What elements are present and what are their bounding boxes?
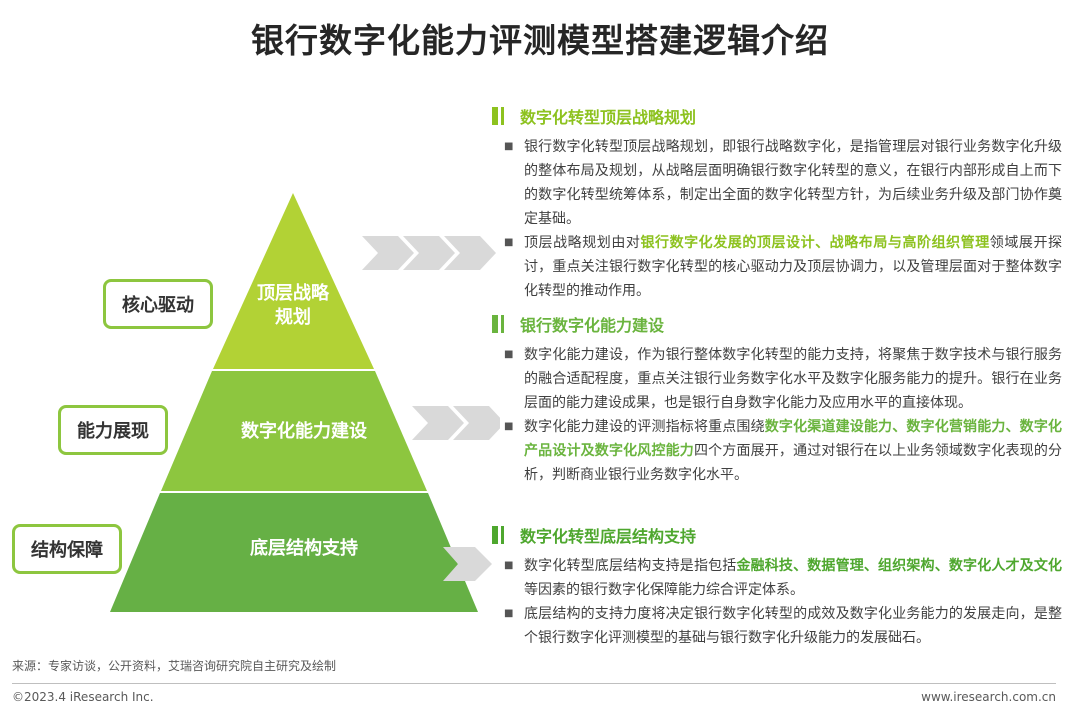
section-structure: 数字化转型底层结构支持 ■ 数字化转型底层结构支持是指包括金融科技、数据管理、组织架…: [492, 524, 1062, 650]
highlight-text: 银行数字化发展的顶层设计、战略布局与高阶组织管理: [640, 235, 990, 251]
pyramid-tier-top: [213, 193, 374, 369]
side-label-capability: 能力展现: [58, 405, 168, 455]
pyramid-diagram: [110, 193, 500, 612]
square-bullet-icon: ■: [504, 421, 514, 432]
tier-label-line: 顶层战略: [257, 283, 329, 304]
square-bullet-icon: ■: [504, 608, 514, 619]
heading-bar-icon: [492, 107, 498, 125]
chevron-icon: [362, 236, 414, 270]
highlight-text: 金融科技、数据管理、组织架构、数字化人才及文化: [736, 558, 1063, 574]
source-note: 来源：专家访谈，公开资料，艾瑞咨询研究院自主研究及绘制: [12, 659, 337, 673]
heading-bar-icon: [492, 526, 498, 544]
chevron-icon: [443, 547, 492, 581]
chevron-icon: [453, 406, 500, 440]
pyramid-tier-base: [110, 493, 478, 612]
bullet-item: ■ 顶层战略规划由对银行数字化发展的顶层设计、战略布局与高阶组织管理领域展开探讨，…: [492, 231, 1062, 303]
tier-label-base: 底层结构支持: [250, 538, 358, 559]
bullet-item: ■ 数字化转型底层结构支持是指包括金融科技、数据管理、组织架构、数字化人才及文化等…: [492, 554, 1062, 602]
square-bullet-icon: ■: [504, 237, 514, 248]
heading-bar-icon: [501, 315, 504, 333]
section-heading-text: 银行数字化能力建设: [520, 316, 665, 335]
body-text: 领域展开探讨，重点关注银行数字化转型的核心驱动力及顶层协调力，以及管理层面对于整…: [524, 235, 1063, 299]
square-bullet-icon: ■: [504, 141, 514, 152]
bullet-text: 底层结构的支持力度将决定银行数字化转型的成效及数字化业务能力的发展走向，是整个银…: [524, 602, 1062, 650]
bullet-item: ■ 底层结构的支持力度将决定银行数字化转型的成效及数字化业务能力的发展走向，是整个…: [492, 602, 1062, 650]
heading-bar-icon: [501, 526, 504, 544]
section-capability: 银行数字化能力建设 ■ 数字化能力建设，作为银行整体数字化转型的能力支持，将聚焦于数…: [492, 313, 1062, 487]
section-heading-text: 数字化转型顶层战略规划: [520, 108, 697, 127]
footer-divider: [12, 683, 1056, 684]
bullet-text: 银行数字化转型顶层战略规划，即银行战略数字化，是指管理层对银行业务数字化升级的整…: [524, 135, 1062, 231]
bullet-text: 顶层战略规划由对银行数字化发展的顶层设计、战略布局与高阶组织管理领域展开探讨，重…: [524, 231, 1062, 303]
copyright: ©2023.4 iResearch Inc.: [12, 690, 154, 704]
bullet-item: ■ 数字化能力建设，作为银行整体数字化转型的能力支持，将聚焦于数字技术与银行服务的…: [492, 343, 1062, 415]
section-heading: 银行数字化能力建设: [492, 313, 1062, 335]
chevron-arrows-mid: [412, 406, 500, 440]
heading-bar-icon: [501, 107, 504, 125]
square-bullet-icon: ■: [504, 560, 514, 571]
body-text: 四个方面展开，通过对银行在以上业务领域数字化表现的分析，判断商业银行业务数字化水…: [524, 443, 1063, 483]
side-label-structure: 结构保障: [12, 524, 122, 574]
body-text: 底层结构的支持力度将决定银行数字化转型的成效及数字化业务能力的发展走向，是整个银…: [524, 606, 1062, 646]
bullet-item: ■ 银行数字化转型顶层战略规划，即银行战略数字化，是指管理层对银行业务数字化升级的…: [492, 135, 1062, 231]
bullet-text: 数字化转型底层结构支持是指包括金融科技、数据管理、组织架构、数字化人才及文化等因…: [524, 554, 1062, 602]
bullet-text: 数字化能力建设，作为银行整体数字化转型的能力支持，将聚焦于数字技术与银行服务的融…: [524, 343, 1062, 415]
section-heading: 数字化转型顶层战略规划: [492, 105, 1062, 127]
tier-label-line: 规划: [275, 307, 311, 328]
tier-label-middle: 数字化能力建设: [241, 421, 367, 442]
bullet-item: ■ 数字化能力建设的评测指标将重点围绕数字化渠道建设能力、数字化营销能力、数字化产…: [492, 415, 1062, 487]
bullet-text: 数字化能力建设的评测指标将重点围绕数字化渠道建设能力、数字化营销能力、数字化产品…: [524, 415, 1062, 487]
tier-label-top: 顶层战略 规划: [233, 282, 353, 330]
body-text: 数字化转型底层结构支持是指包括: [524, 558, 737, 574]
chevron-arrows-top: [362, 236, 496, 270]
body-text: 数字化能力建设，作为银行整体数字化转型的能力支持，将聚焦于数字技术与银行服务的融…: [524, 347, 1062, 411]
website-link[interactable]: www.iresearch.com.cn: [921, 690, 1056, 704]
heading-bar-icon: [492, 315, 498, 333]
body-text: 数字化能力建设的评测指标将重点围绕: [524, 419, 765, 435]
body-text: 银行数字化转型顶层战略规划，即银行战略数字化，是指管理层对银行业务数字化升级的整…: [524, 139, 1062, 227]
square-bullet-icon: ■: [504, 349, 514, 360]
chevron-icon: [403, 236, 455, 270]
section-strategy: 数字化转型顶层战略规划 ■ 银行数字化转型顶层战略规划，即银行战略数字化，是指管理层…: [492, 105, 1062, 303]
section-heading-text: 数字化转型底层结构支持: [520, 527, 697, 546]
pyramid-tier-middle: [161, 371, 427, 491]
body-text: 等因素的银行数字化保障能力综合评定体系。: [524, 582, 804, 598]
body-text: 顶层战略规划由对: [524, 235, 641, 251]
chevron-icon: [444, 236, 496, 270]
section-heading: 数字化转型底层结构支持: [492, 524, 1062, 546]
side-label-core-drive: 核心驱动: [103, 279, 213, 329]
chevron-icon: [412, 406, 464, 440]
highlight-text: 数字化渠道建设能力、数字化营销能力、数字化产品设计及数字化风控能力: [524, 419, 1063, 459]
page-title: 银行数字化能力评测模型搭建逻辑介绍: [251, 21, 829, 60]
